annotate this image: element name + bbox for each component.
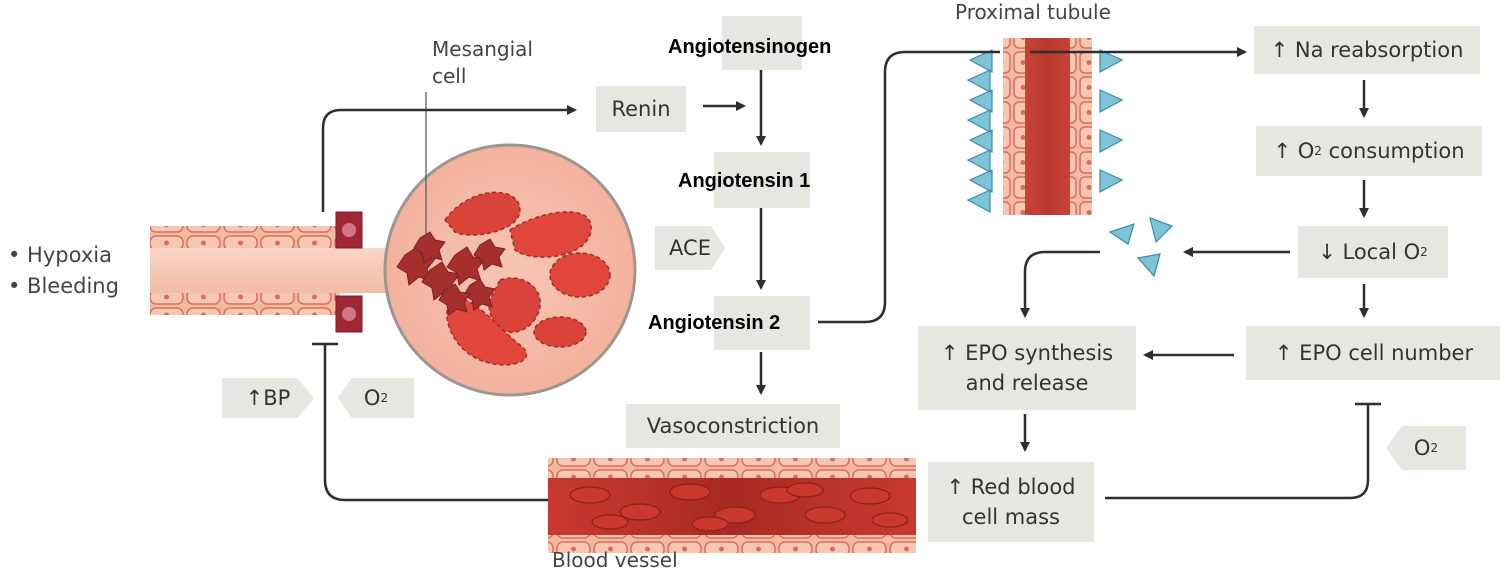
renin-box: Renin (596, 86, 686, 132)
blood-vessel (548, 458, 916, 553)
local-o2-prefix: ↓ Local O (1318, 240, 1421, 264)
glomerulus (383, 143, 637, 397)
o2-left-symbol: O (363, 386, 381, 410)
na-reabsorption-box: ↑ Na reabsorption (1254, 26, 1480, 74)
bp-tag: ↑BP (222, 378, 314, 418)
o2-consumption-subscript: 2 (1314, 144, 1322, 158)
epo-cell-number-box: ↑ EPO cell number (1246, 326, 1500, 380)
ace-tag: ACE (655, 226, 725, 270)
afferent-arteriole (150, 211, 420, 333)
angiotensinogen-box-bg (722, 16, 802, 70)
o2-consumption-prefix: ↑ O (1273, 139, 1315, 163)
red-blood-cell-mass-box: ↑ Red blood cell mass (928, 462, 1094, 542)
connectors (312, 47, 1381, 502)
epo-synthesis-box: ↑ EPO synthesis and release (918, 326, 1136, 410)
vasoconstriction-box: Vasoconstriction (626, 404, 840, 448)
o2-right-subscript: 2 (1430, 441, 1439, 455)
epo-producing-cells (1108, 217, 1174, 278)
o2-left-subscript: 2 (380, 391, 389, 405)
angiotensin2-box-bg (714, 296, 810, 350)
mesangial-cell-label: Mesangial cell (432, 37, 533, 88)
o2-right-symbol: O (1413, 436, 1431, 460)
trigger-bleeding: • Bleeding (8, 274, 119, 298)
proximal-tubule-label: Proximal tubule (955, 0, 1111, 24)
angiotensin1-label: Angiotensin 1 (678, 170, 811, 192)
angiotensinogen-label: Angiotensinogen (668, 36, 832, 58)
angiotensin1-box-bg (714, 152, 810, 208)
local-o2-subscript: 2 (1420, 245, 1428, 259)
proximal-tubule (966, 38, 1124, 215)
blood-vessel-label: Blood vessel (552, 548, 678, 572)
o2-consumption-suffix: consumption (1321, 139, 1465, 163)
angiotensin2-label: Angiotensin 2 (648, 312, 781, 334)
trigger-hypoxia: • Hypoxia (8, 243, 112, 267)
